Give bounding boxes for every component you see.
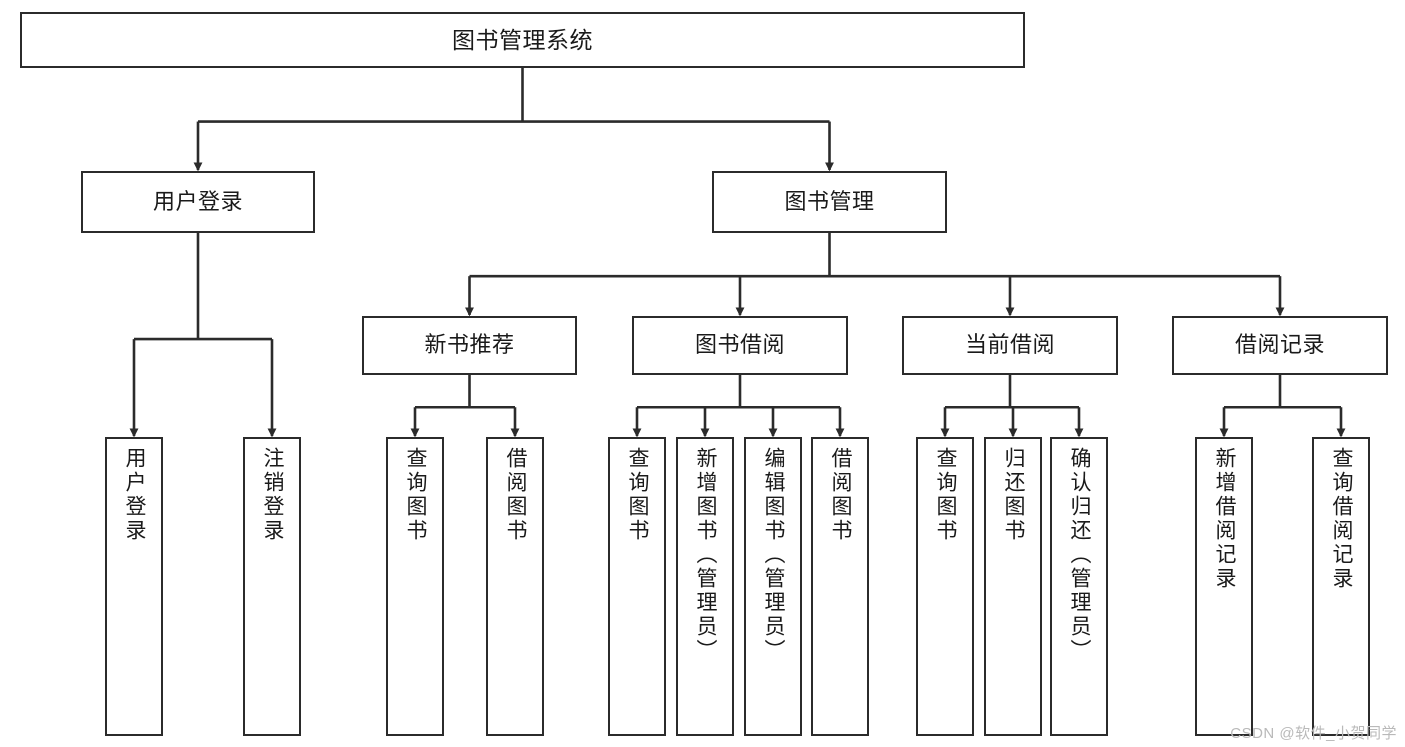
node-label: 新书推荐 — [424, 332, 515, 358]
node-current-borrow: 当前借阅 — [902, 316, 1118, 375]
node-label: 新增图书（管理员） — [694, 447, 718, 663]
node-label: 用户登录 — [123, 447, 147, 543]
node-leaf-borrow-query: 查询图书 — [608, 437, 666, 736]
node-label: 用户登录 — [152, 188, 243, 214]
node-user-login: 用户登录 — [81, 171, 315, 233]
node-root: 图书管理系统 — [20, 12, 1025, 68]
node-label: 查询图书 — [934, 447, 958, 543]
node-label: 编辑图书（管理员） — [762, 447, 786, 663]
node-book-borrow: 图书借阅 — [632, 316, 848, 375]
node-leaf-cur-query: 查询图书 — [916, 437, 974, 736]
node-new-book-rec: 新书推荐 — [362, 316, 577, 375]
node-leaf-user-logout: 注销登录 — [243, 437, 301, 736]
node-leaf-user-login: 用户登录 — [105, 437, 163, 736]
node-label: 查询图书 — [626, 447, 650, 543]
node-label: 新增借阅记录 — [1213, 447, 1237, 591]
node-label: 借阅记录 — [1234, 332, 1325, 358]
watermark: CSDN @软件_小贺同学 — [1230, 725, 1397, 742]
node-leaf-rec-query: 查询图书 — [386, 437, 444, 736]
node-leaf-rec-search: 查询借阅记录 — [1312, 437, 1370, 736]
node-label: 借阅图书 — [504, 447, 528, 543]
node-leaf-book-borrow: 借阅图书 — [811, 437, 869, 736]
node-leaf-rec-borrow: 借阅图书 — [486, 437, 544, 736]
node-label: 图书管理系统 — [452, 26, 593, 53]
node-book-manage: 图书管理 — [712, 171, 947, 233]
node-label: 确认归还（管理员） — [1068, 447, 1092, 663]
node-label: 查询图书 — [404, 447, 428, 543]
node-leaf-book-edit: 编辑图书（管理员） — [744, 437, 802, 736]
node-leaf-rec-add: 新增借阅记录 — [1195, 437, 1253, 736]
node-label: 图书管理 — [784, 188, 875, 214]
node-leaf-cur-confirm: 确认归还（管理员） — [1050, 437, 1108, 736]
node-label: 注销登录 — [261, 447, 285, 543]
node-label: 借阅图书 — [829, 447, 853, 543]
node-label: 归还图书 — [1002, 447, 1026, 543]
node-label: 当前借阅 — [964, 332, 1055, 358]
node-leaf-cur-return: 归还图书 — [984, 437, 1042, 736]
node-label: 图书借阅 — [694, 332, 785, 358]
node-label: 查询借阅记录 — [1330, 447, 1354, 591]
node-borrow-record: 借阅记录 — [1172, 316, 1388, 375]
node-leaf-book-add: 新增图书（管理员） — [676, 437, 734, 736]
